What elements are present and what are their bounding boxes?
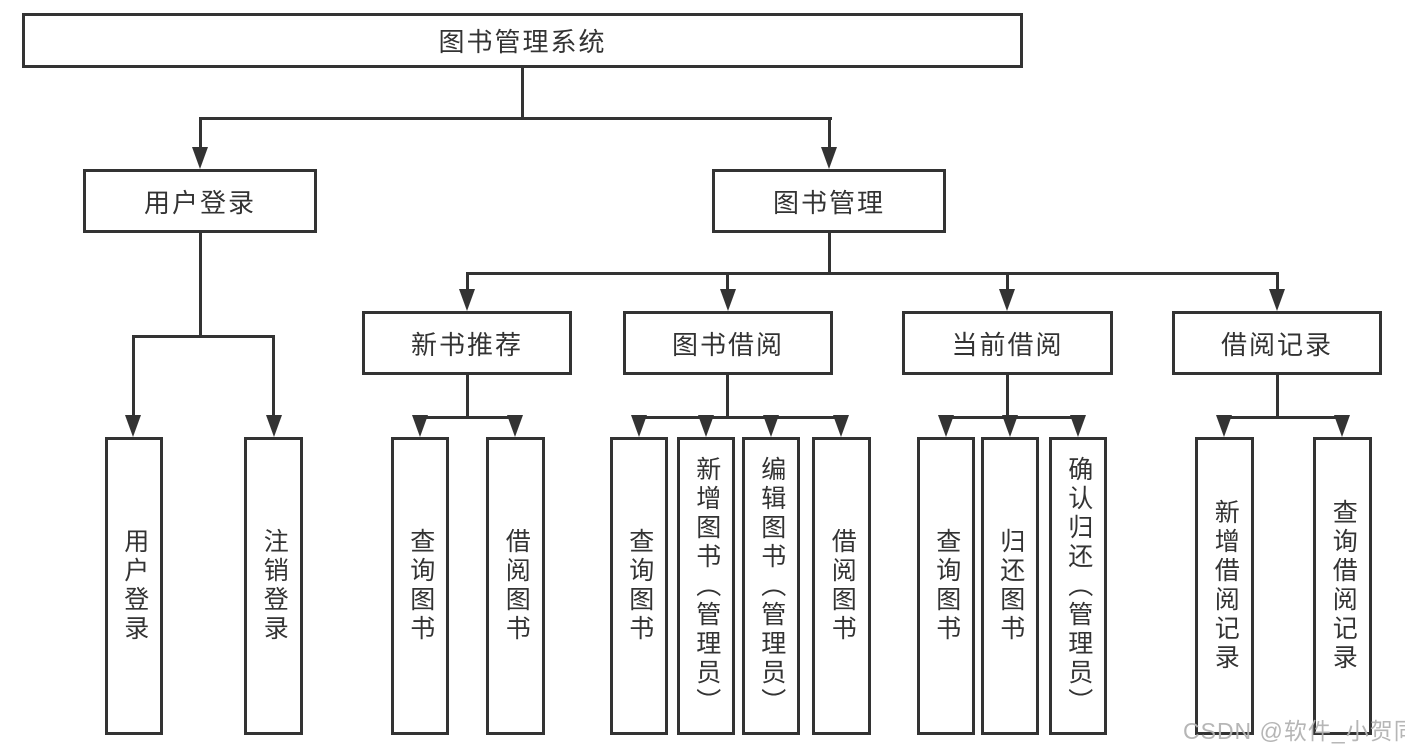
node-label: 查询借阅记录 — [1329, 499, 1358, 673]
node-label: 查询图书 — [625, 528, 654, 644]
connector-line — [272, 335, 275, 417]
arrow-down-icon — [833, 415, 849, 437]
node-library-system: 图书管理系统 — [22, 13, 1023, 68]
arrow-down-icon — [1002, 415, 1018, 437]
node-new-book-recommend: 新书推荐 — [362, 311, 572, 375]
csdn-watermark: CSDN @软件_小贺同学 — [1183, 718, 1405, 744]
node-label: 图书管理 — [772, 187, 885, 218]
arrow-down-icon — [192, 147, 208, 169]
connector-line — [132, 335, 275, 338]
arrow-down-icon — [763, 415, 779, 437]
node-borrow-records: 借阅记录 — [1172, 311, 1382, 375]
arrow-down-icon — [1070, 415, 1086, 437]
node-book-borrow: 图书借阅 — [623, 311, 833, 375]
node-user-login: 用户登录 — [83, 169, 317, 233]
connector-line — [419, 416, 517, 419]
arrow-down-icon — [999, 289, 1015, 311]
node-label: 用户登录 — [143, 187, 256, 218]
connector-line — [828, 233, 831, 274]
connector-line — [199, 117, 832, 120]
arrow-down-icon — [1216, 415, 1232, 437]
node-label: 新增借阅记录 — [1211, 499, 1240, 673]
leaf-user-login: 用户登录 — [105, 437, 163, 735]
node-label: 查询图书 — [932, 528, 961, 644]
connector-line — [466, 375, 469, 418]
arrow-down-icon — [459, 289, 475, 311]
leaf-add-borrow-record: 新增借阅记录 — [1195, 437, 1254, 735]
node-label: 归还图书 — [996, 528, 1025, 644]
arrow-down-icon — [507, 415, 523, 437]
node-label: 当前借阅 — [951, 329, 1064, 360]
leaf-add-books-admin: 新增图书（管理员） — [677, 437, 735, 735]
leaf-query-books-current: 查询图书 — [917, 437, 975, 735]
connector-line — [1006, 375, 1009, 418]
node-label: 新书推荐 — [410, 329, 523, 360]
arrow-down-icon — [698, 415, 714, 437]
connector-line — [199, 233, 202, 337]
arrow-down-icon — [720, 289, 736, 311]
node-label: 确认归还（管理员） — [1064, 455, 1093, 717]
arrow-down-icon — [821, 147, 837, 169]
connector-line — [466, 272, 469, 292]
node-label: 编辑图书（管理员） — [757, 455, 786, 717]
node-label: 图书借阅 — [671, 329, 784, 360]
arrow-down-icon — [412, 415, 428, 437]
leaf-borrow-books-recommend: 借阅图书 — [486, 437, 545, 735]
arrow-down-icon — [1334, 415, 1350, 437]
leaf-return-books: 归还图书 — [981, 437, 1039, 735]
arrow-down-icon — [1269, 289, 1285, 311]
leaf-query-borrow-record: 查询借阅记录 — [1313, 437, 1372, 735]
node-label: 图书管理系统 — [438, 27, 607, 57]
arrow-down-icon — [938, 415, 954, 437]
node-book-management: 图书管理 — [712, 169, 946, 233]
leaf-borrow-books: 借阅图书 — [812, 437, 871, 735]
connector-line — [132, 335, 135, 417]
connector-line — [1223, 416, 1344, 419]
connector-line — [638, 416, 843, 419]
node-label: 查询图书 — [406, 528, 435, 644]
leaf-edit-books-admin: 编辑图书（管理员） — [742, 437, 800, 735]
node-label: 借阅图书 — [502, 528, 531, 644]
connector-line — [1006, 272, 1009, 292]
connector-line — [726, 375, 729, 418]
node-label: 新增图书（管理员） — [692, 455, 721, 717]
node-label: 借阅记录 — [1220, 329, 1333, 360]
node-label: 借阅图书 — [828, 528, 857, 644]
connector-line — [199, 117, 202, 150]
leaf-logout: 注销登录 — [244, 437, 303, 735]
arrow-down-icon — [125, 415, 141, 437]
connector-line — [828, 117, 831, 150]
connector-line — [466, 272, 1279, 275]
connector-line — [521, 66, 524, 119]
connector-line — [1276, 375, 1279, 418]
connector-line — [1276, 272, 1279, 292]
arrow-down-icon — [266, 415, 282, 437]
arrow-down-icon — [631, 415, 647, 437]
leaf-confirm-return-admin: 确认归还（管理员） — [1049, 437, 1107, 735]
node-current-borrow: 当前借阅 — [902, 311, 1113, 375]
leaf-query-books-borrow: 查询图书 — [610, 437, 668, 735]
node-label: 注销登录 — [260, 528, 289, 644]
node-label: 用户登录 — [120, 528, 149, 644]
leaf-query-books-recommend: 查询图书 — [391, 437, 449, 735]
connector-line — [726, 272, 729, 292]
